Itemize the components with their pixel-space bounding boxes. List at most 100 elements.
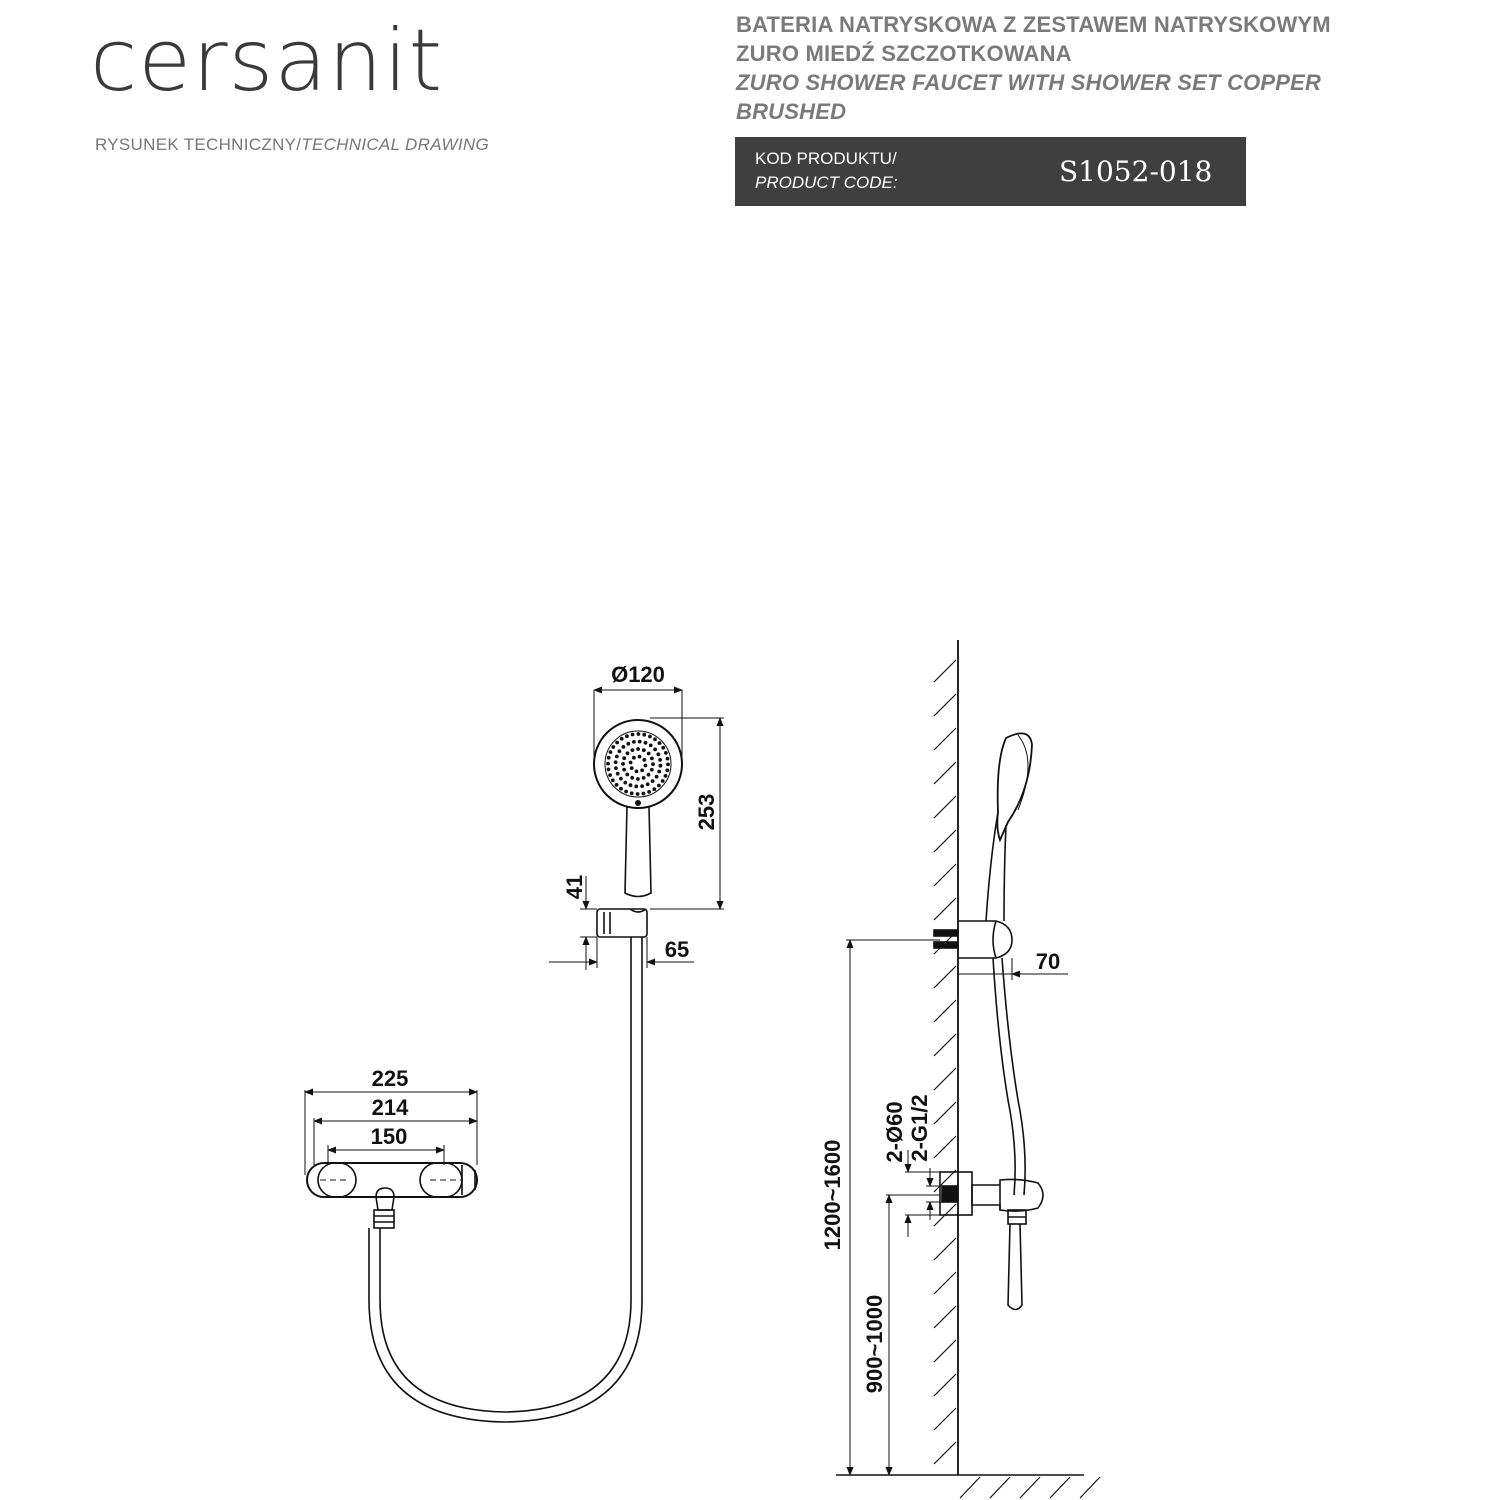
hatch-line [933, 727, 957, 751]
nozzle-dot [619, 736, 624, 741]
nozzle-dot [630, 748, 635, 752]
nozzle-dot [615, 740, 619, 745]
dim-inlet-spacing: 150 [371, 1124, 408, 1149]
nozzle-dot [652, 787, 657, 792]
nozzle-dot [625, 772, 630, 777]
dim-body-total: 225 [372, 1066, 409, 1091]
nozzle-dot [636, 777, 640, 781]
nozzle-dot [636, 732, 641, 736]
nozzle-dot [632, 740, 636, 744]
nozzle-dot [649, 767, 654, 772]
front-view [306, 719, 683, 1423]
nozzle-dot [608, 773, 612, 777]
hatch-line [933, 1033, 957, 1057]
nozzle-dot [619, 776, 623, 781]
nozzle-dot [613, 760, 618, 765]
nozzle-dot [634, 784, 639, 789]
hatch-line [933, 761, 957, 785]
shower-hose-side [992, 957, 1026, 1196]
wall-holder-side [958, 920, 1013, 959]
nozzle-dot [634, 769, 639, 774]
nozzle-dot [630, 732, 635, 737]
product-code-label-en: PRODUCT CODE: [755, 173, 898, 192]
nozzle-dot [654, 774, 659, 779]
mixer-body-side [971, 1178, 1044, 1212]
hatch-line [933, 965, 957, 989]
nozzle-dot [640, 768, 644, 773]
nozzle-dot [663, 774, 668, 778]
hatch-line [1079, 1476, 1101, 1499]
nozzle-dot [642, 732, 647, 737]
hatch-line [1019, 1476, 1041, 1499]
product-code-value: S1052-018 [1059, 155, 1213, 188]
drawing-type-label: RYSUNEK TECHNICZNY/TECHNICAL DRAWING [95, 135, 489, 155]
nozzle-dot [628, 760, 633, 765]
dim-thread-size: 2-G1/2 [907, 1094, 932, 1161]
wall-hatching [933, 659, 1101, 1499]
nozzle-dot [606, 755, 611, 760]
nozzle-dot [657, 741, 662, 745]
hatch-line [989, 1476, 1011, 1499]
nozzle-dot [653, 747, 657, 752]
product-code-label: KOD PRODUKTU/ PRODUCT CODE: [755, 147, 898, 195]
hatch-line [933, 1339, 957, 1363]
hatch-line [933, 1305, 957, 1329]
nozzle-dot [635, 792, 640, 796]
nozzle-dot [645, 782, 650, 787]
hatch-line [933, 897, 957, 921]
side-dimensions [846, 939, 1068, 1476]
hatch-line [933, 1407, 957, 1431]
dim-holder-height: 41 [562, 875, 587, 899]
nozzle-dot [665, 756, 670, 761]
cersanit-logo: cersanit [90, 11, 444, 111]
nozzle-dot [617, 749, 622, 754]
nozzle-dot [611, 745, 616, 749]
nozzle-dot [629, 766, 634, 770]
nozzle-dot [606, 761, 610, 766]
hatch-line [933, 795, 957, 819]
hatch-line [933, 1169, 957, 1193]
nozzle-dot [665, 768, 670, 773]
title-pl-line1: BATERIA NATRYSKOWA Z ZESTAWEM NATRYSKOWY… [736, 12, 1331, 37]
nozzle-dot [661, 745, 666, 750]
hatch-line [933, 999, 957, 1023]
mixer-body-front [306, 1162, 478, 1198]
nozzle-dot [628, 783, 633, 788]
nozzle-dot [632, 755, 636, 760]
drawing-type-pl: RYSUNEK TECHNICZNY/ [95, 135, 302, 154]
nozzle-dot [606, 767, 611, 772]
nozzle-dot [614, 783, 619, 787]
product-title: BATERIA NATRYSKOWA Z ZESTAWEM NATRYSKOWY… [736, 10, 1436, 126]
dim-holder-mount-height: 1200~1600 [820, 1140, 845, 1251]
shower-head-front [593, 719, 683, 809]
hatch-line [933, 863, 957, 887]
nozzle-dot [630, 775, 635, 780]
dim-escutcheon-diameter: 2-Ø60 [882, 1101, 907, 1162]
nozzle-dot [637, 754, 642, 759]
title-en-line1: ZURO SHOWER FAUCET WITH SHOWER SET COPPE… [736, 70, 1322, 95]
nozzle-dot [651, 762, 655, 766]
nozzle-dot [614, 754, 619, 759]
nozzle-dot [657, 783, 661, 788]
hatch-line [933, 1067, 957, 1091]
wall-holder-front [596, 908, 648, 938]
nozzle-dot [614, 766, 618, 770]
shower-nozzles [606, 732, 670, 796]
shower-hose-front [379, 937, 632, 1413]
nozzle-dot [625, 734, 629, 738]
shower-handle-side [985, 811, 1007, 922]
front-dimensions [304, 686, 724, 1175]
hatch-line [933, 1237, 957, 1261]
nozzle-dot [647, 790, 651, 794]
nozzle-dot [657, 769, 662, 774]
hatch-line [933, 1101, 957, 1125]
dim-head-height: 253 [694, 794, 719, 831]
nozzle-dot [641, 791, 646, 796]
nozzle-dot [658, 758, 662, 762]
nozzle-dot [641, 748, 646, 753]
nozzle-dot [643, 740, 648, 745]
nozzle-dot [641, 776, 646, 780]
hatch-line [933, 693, 957, 717]
dim-body-width: 214 [372, 1095, 409, 1120]
